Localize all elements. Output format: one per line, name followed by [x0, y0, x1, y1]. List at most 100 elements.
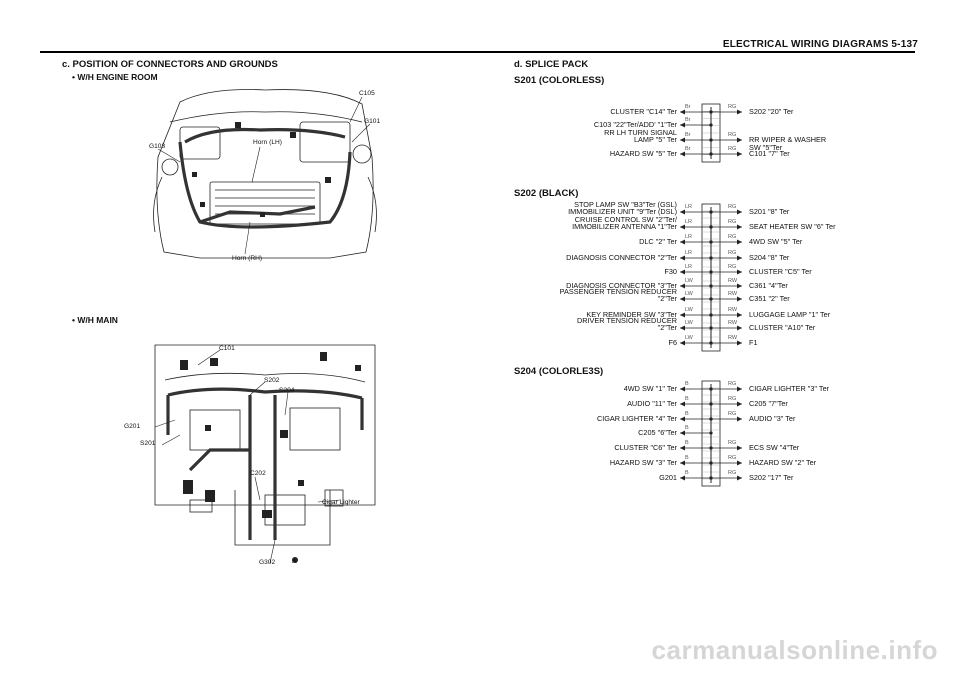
wire-arrow: [680, 209, 685, 215]
wire-color-left: LR: [685, 219, 693, 225]
splice-dot: [709, 152, 713, 156]
splice-dot: [709, 210, 713, 214]
engine-label-g103: G103: [149, 143, 166, 150]
splice-dot: [709, 225, 713, 229]
splice-left-label: HAZARD SW "3" Ter: [609, 458, 677, 467]
splice-right-label: HAZARD SW "2" Ter: [749, 458, 817, 467]
wire-color-left: Br: [685, 104, 691, 110]
splice-left-label: CRUISE CONTROL SW "2"Ter/ IMMOBILIZER AN…: [572, 214, 677, 231]
wire-color-right: RW: [728, 335, 738, 341]
splice-right-label: LUGGAGE LAMP "1" Ter: [749, 310, 831, 319]
splice-right-label: F1: [749, 338, 758, 347]
wire-arrow: [680, 475, 685, 481]
splice-dot: [709, 417, 713, 421]
splice-left-label: 4WD SW "1" Ter: [623, 384, 677, 393]
splice-left-label: F30: [664, 267, 677, 276]
splice-dot: [709, 110, 713, 114]
main-label-cigar-lighter: Cigar Lighter: [322, 499, 360, 506]
wire-color-right: RG: [728, 146, 737, 152]
wire-arrow: [680, 151, 685, 157]
splice-dot: [709, 313, 713, 317]
wire-arrow: [737, 209, 742, 215]
wire-color-left: Br: [685, 146, 691, 152]
wire-arrow: [680, 460, 685, 466]
splice-left-label: G201: [659, 473, 677, 482]
splice-dot: [709, 461, 713, 465]
splice-left-label: DIAGNOSIS CONNECTOR "3"Ter: [566, 281, 677, 290]
wire-arrow: [680, 224, 685, 230]
wire-color-left: B: [685, 396, 689, 402]
wire-arrow: [737, 224, 742, 230]
engine-room-bullet: • W/H ENGINE ROOM: [72, 72, 158, 82]
splice-right-label: S202 "17" Ter: [749, 473, 794, 482]
splice-right-label: S204 "8" Ter: [749, 253, 790, 262]
wire-arrow: [680, 239, 685, 245]
splice-dot: [709, 313, 713, 317]
splice-right-label: RR WIPER & WASHER SW "5"Ter: [749, 135, 827, 152]
splice-left-label: STOP LAMP SW "B3"Ter (GSL) IMMOBILIZER U…: [568, 199, 677, 216]
wire-arrow: [680, 255, 685, 261]
wire-arrow: [737, 239, 742, 245]
splice-dot: [709, 297, 713, 301]
wire-arrow: [737, 416, 742, 422]
splice-box: [701, 103, 721, 163]
splice-dot: [709, 341, 713, 345]
wire-arrow: [680, 325, 685, 331]
wire-color-right: RG: [728, 411, 737, 417]
wire-arrow: [737, 401, 742, 407]
s202-title: S202 (BLACK): [514, 188, 579, 199]
wire-color-left: LR: [685, 264, 693, 270]
splice-box: [701, 380, 721, 487]
splice-dot: [709, 256, 713, 260]
splice-right-label: ECS SW "4"Ter: [749, 443, 800, 452]
splice-dot: [709, 240, 713, 244]
wire-color-left: B: [685, 381, 689, 387]
wire-color-right: RW: [728, 291, 738, 297]
watermark: carmanualsonline.info: [651, 635, 938, 665]
wire-color-left: B: [685, 455, 689, 461]
wire-color-left: LR: [685, 204, 693, 210]
wire-arrow: [737, 460, 742, 466]
wire-color-right: RG: [728, 381, 737, 387]
splice-right-label: C351 "2" Ter: [749, 294, 790, 303]
splice-dot: [709, 123, 713, 127]
wire-color-right: RG: [728, 396, 737, 402]
wire-arrow: [737, 269, 742, 275]
splice-dot: [709, 446, 713, 450]
splice-left-label: DRIVER TENSION REDUCER "2"Ter: [576, 315, 677, 332]
wire-color-left: LR: [685, 234, 693, 240]
splice-dot: [709, 326, 713, 330]
splice-dot: [709, 110, 713, 114]
wire-color-left: B: [685, 470, 689, 476]
wire-color-left: LW: [685, 291, 693, 297]
main-harness-illustration: [154, 344, 376, 564]
wire-arrow: [680, 122, 685, 128]
wire-color-right: RW: [728, 307, 738, 313]
splice-dot: [709, 138, 713, 142]
splice-dot: [709, 326, 713, 330]
splice-dot: [709, 138, 713, 142]
splice-left-label: CIGAR LIGHTER "4" Ter: [596, 414, 677, 423]
splice-right-label: CLUSTER "C5" Ter: [749, 267, 812, 276]
header-rule: [40, 51, 915, 53]
wire-color-left: LW: [685, 278, 693, 284]
splice-box: [701, 203, 721, 352]
wire-color-right: RG: [728, 104, 737, 110]
wire-color-right: RG: [728, 234, 737, 240]
main-label-s202: S202: [264, 377, 280, 384]
main-label-s201: S201: [140, 440, 156, 447]
splice-left-label: C205 "6"Ter: [638, 428, 677, 437]
wire-arrow: [737, 475, 742, 481]
main-label-a-mark: A: [292, 558, 297, 565]
wire-arrow: [737, 296, 742, 302]
splice-dot: [709, 417, 713, 421]
wire-color-left: LW: [685, 335, 693, 341]
splice-left-label: AUDIO "11" Ter: [627, 399, 677, 408]
splice-right-label: 4WD SW "5" Ter: [749, 237, 803, 246]
splice-dot: [709, 387, 713, 391]
wire-color-left: Br: [685, 132, 691, 138]
wire-color-right: RG: [728, 132, 737, 138]
wire-arrow: [737, 340, 742, 346]
wire-arrow: [737, 137, 742, 143]
wire-arrow: [680, 109, 685, 115]
